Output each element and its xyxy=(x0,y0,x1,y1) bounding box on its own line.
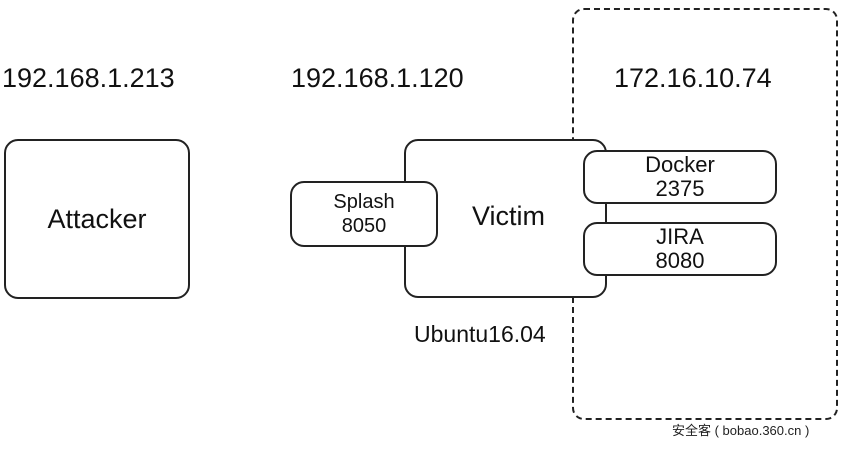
victim-os-label: Ubuntu16.04 xyxy=(414,321,546,347)
docker-service-name: Docker xyxy=(645,152,715,177)
attacker-node-label: Attacker xyxy=(47,203,147,234)
docker-service-port: 2375 xyxy=(655,176,705,201)
attacker-ip-label: 192.168.1.213 xyxy=(2,63,175,93)
docker-service-node: Docker 2375 xyxy=(583,150,777,204)
splash-service-port: 8050 xyxy=(341,215,387,237)
victim-node-label: Victim xyxy=(471,201,545,231)
splash-service-node: Splash 8050 xyxy=(290,181,438,247)
internal-ip-label: 172.16.10.74 xyxy=(614,63,772,93)
attacker-node: Attacker xyxy=(4,139,190,299)
watermark-text: 安全客 ( bobao.360.cn ) xyxy=(672,423,810,438)
jira-service-name: JIRA xyxy=(656,224,704,249)
jira-service-port: 8080 xyxy=(655,248,705,273)
splash-service-name: Splash xyxy=(333,191,395,213)
victim-ip-label: 192.168.1.120 xyxy=(291,63,464,93)
internal-network-region xyxy=(572,8,838,420)
jira-service-node: JIRA 8080 xyxy=(583,222,777,276)
